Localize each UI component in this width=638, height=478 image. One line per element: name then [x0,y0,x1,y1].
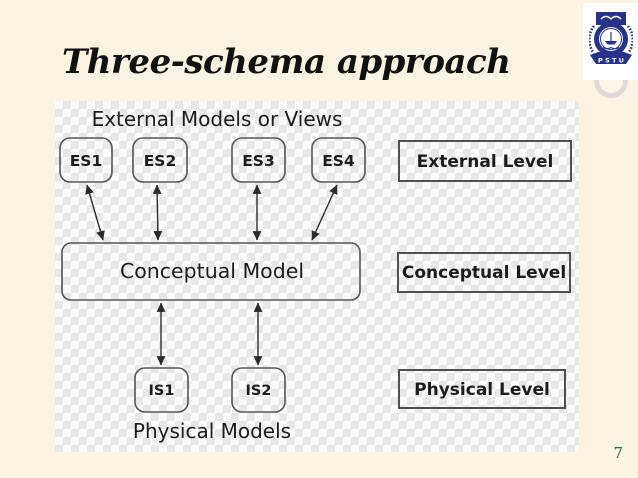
external-models-label: External Models or Views [92,107,343,131]
es3-label: ES3 [242,152,275,170]
seal-ribbon [589,51,632,64]
es1-box [59,137,113,183]
es2-label: ES2 [144,152,177,170]
external-level-label: External Level [417,152,554,172]
seal-reflection-graphic [593,80,628,98]
is1-label: IS1 [149,383,175,399]
es1-label: ES1 [70,152,103,170]
conceptual-model-label: Conceptual Model [120,259,304,283]
open-book-icon [600,15,621,20]
es4-box [311,137,366,183]
seal-graphic: P S T U [588,11,633,64]
arrow-es2-conceptual [152,184,163,241]
seal-inner-ring [599,27,622,50]
right-arc-text [626,24,633,53]
page-number: 7 [613,444,623,462]
is2-box [231,367,286,413]
waves-icon [602,46,619,49]
arrow-es4-conceptual [311,184,338,241]
conceptual-model-box [61,242,361,301]
es4-label: ES4 [322,152,355,170]
boat-icon [604,40,617,44]
left-arc-text [588,24,595,53]
physical-level-label: Physical Level [414,380,550,400]
three-schema-diagram: External Models or Views ES1 ES2 ES3 ES4… [55,101,579,452]
arrow-es1-conceptual [85,184,105,241]
university-seal-logo: P S T U [583,3,638,80]
external-level-box [398,140,572,182]
es3-box [231,137,286,183]
logo-reflection [583,80,638,106]
conceptual-level-label: Conceptual Level [402,263,566,283]
seal-banner-text: P S T U [598,56,624,64]
physical-models-label: Physical Models [133,419,291,443]
physical-level-box [398,369,566,409]
es2-box [132,137,188,183]
slide-title: Three-schema approach [62,42,511,82]
is1-box [134,367,189,413]
is2-label: IS2 [246,383,272,399]
conceptual-level-box [397,252,571,293]
